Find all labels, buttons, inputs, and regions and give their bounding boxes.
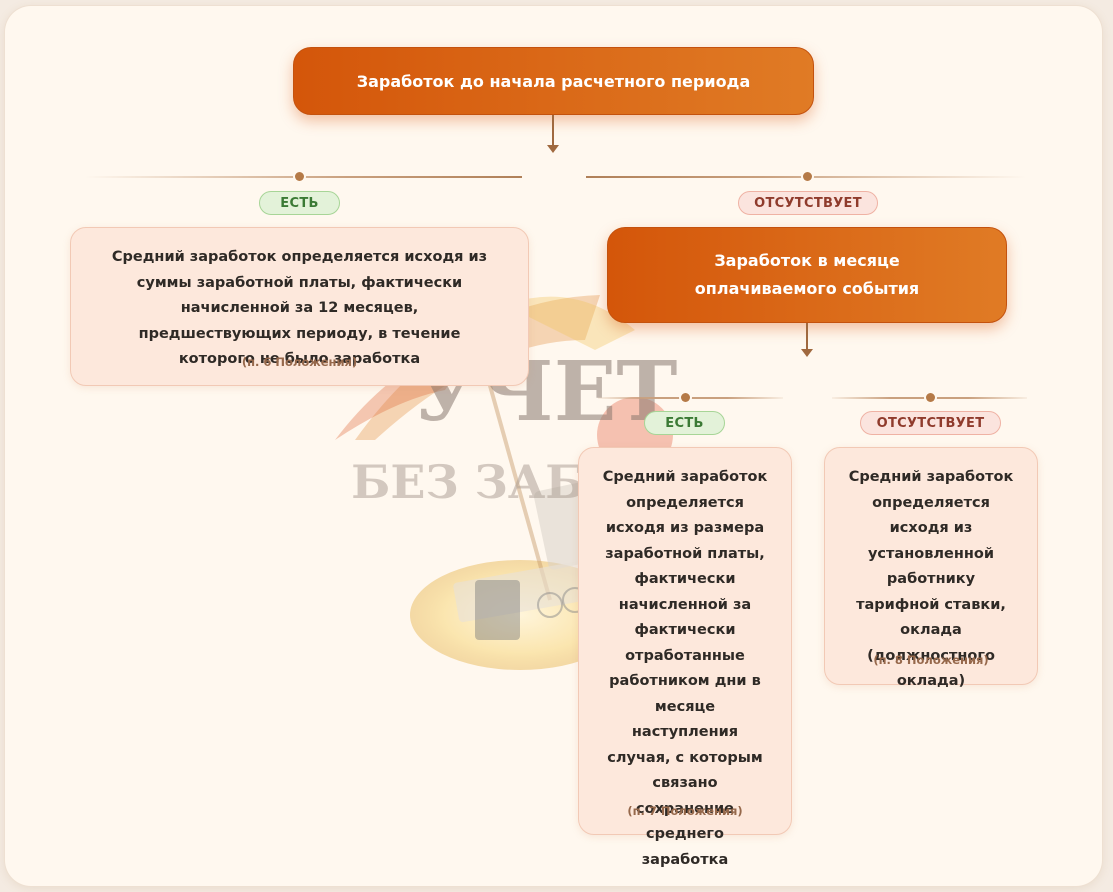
sub-badge-no: ОТСУТСТВУЕТ [860, 411, 1001, 435]
badge-yes-label: ЕСТЬ [280, 195, 319, 211]
sub-branch-dot-right [926, 393, 935, 402]
sub-node-arrow [801, 323, 813, 357]
badge-yes: ЕСТЬ [259, 191, 340, 215]
sub-badge-yes: ЕСТЬ [644, 411, 725, 435]
sub-node: Заработок в месяце оплачиваемого события [607, 227, 1007, 323]
card-left-text: Средний заработок определяется исходя из… [111, 249, 488, 367]
branch-dot-left [295, 172, 304, 181]
badge-no-label: ОТСУТСТВУЕТ [754, 195, 862, 211]
card-sub-right-text: Средний заработок определяется исходя из… [848, 469, 1014, 689]
card-sub-left-text: Средний заработок определяется исходя из… [602, 469, 768, 868]
badge-no: ОТСУТСТВУЕТ [738, 191, 878, 215]
root-node: Заработок до начала расчетного периода [293, 47, 814, 115]
card-left: Средний заработок определяется исходя из… [70, 227, 529, 386]
card-sub-left-ref: (п. 7 Положения) [627, 804, 743, 818]
sub-node-label: Заработок в месяце оплачиваемого события [694, 251, 920, 298]
branch-dot-right [803, 172, 812, 181]
card-sub-right-ref: (п. 8 Положения) [873, 653, 989, 667]
sub-branch-line-left [598, 397, 783, 399]
card-sub-right: Средний заработок определяется исходя из… [824, 447, 1038, 689]
root-node-label: Заработок до начала расчетного периода [356, 71, 751, 91]
card-sub-left: Средний заработок определяется исходя из… [578, 447, 792, 868]
sub-badge-yes-label: ЕСТЬ [665, 415, 704, 431]
sub-badge-no-label: ОТСУТСТВУЕТ [876, 415, 985, 431]
root-arrow [547, 115, 559, 153]
card-left-ref: (п. 6 Положения) [241, 355, 358, 369]
sub-branch-dot-left [681, 393, 690, 402]
